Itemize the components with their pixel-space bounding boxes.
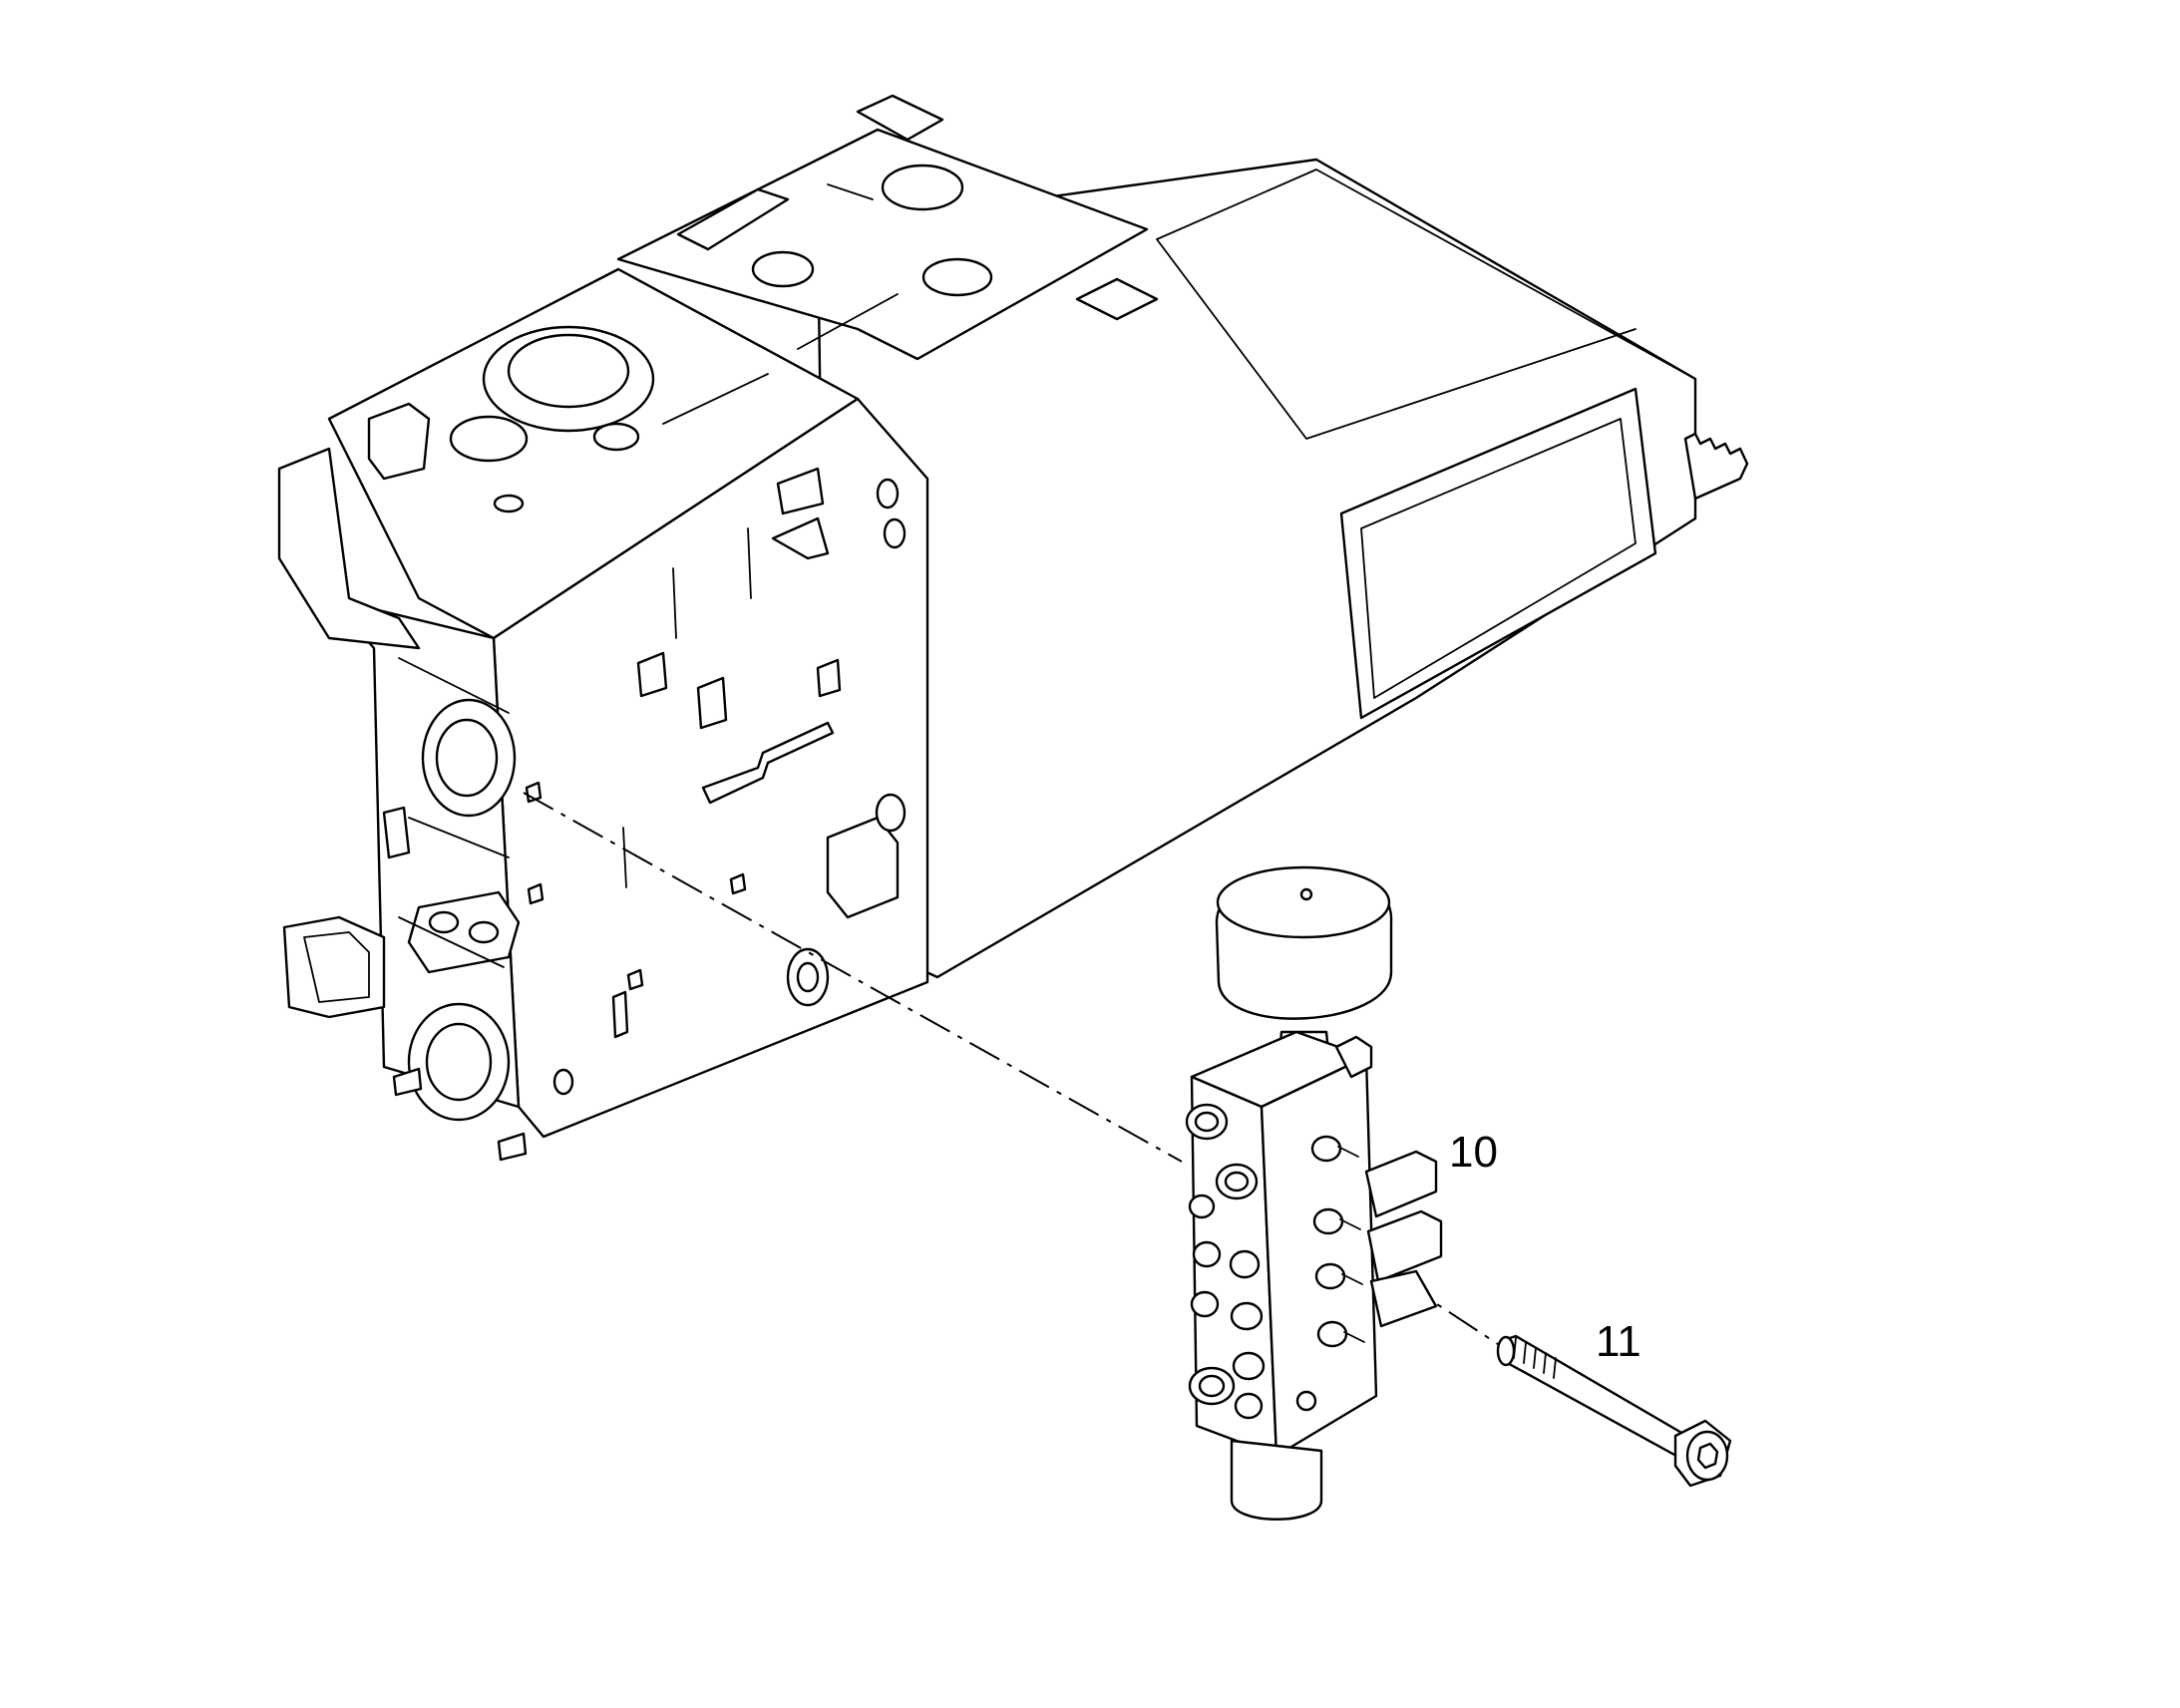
left-face-oval-plate [407,890,521,974]
left-face-oval-hole-2 [468,920,500,944]
front-bracket-stepped [701,721,835,805]
accumulator-top [1216,865,1391,939]
cap-screw-thread [1513,1337,1557,1379]
valve-side-ports [1295,1135,1365,1412]
deck-pad-1 [856,94,944,142]
frame-rear-window-inner [1360,418,1636,699]
port-s4 [1316,1320,1348,1348]
front-small-sq-4 [611,990,629,1039]
port-f6 [1190,1290,1220,1318]
valve-block-side [1260,1055,1378,1458]
frame-top-port [507,333,630,409]
frame-top-boss-3 [493,494,525,513]
deck-ring-1 [881,164,964,211]
left-face-oval-hole-1 [428,910,460,934]
frame-top-boss-1 [449,415,529,463]
port-f2-inner [1224,1171,1250,1193]
port-s5 [1295,1390,1317,1412]
accumulator-top-vent [1299,887,1313,901]
frame-top-boss-2 [592,422,640,452]
port-s3-stem [1341,1273,1363,1285]
frame-rear-window [1339,387,1657,720]
front-small-sq-2 [527,882,545,905]
frame-top-pad [367,402,431,481]
frame-left-flange [277,447,421,650]
front-slot-1 [672,567,677,639]
front-pad-2 [636,651,668,698]
frame-bottom-bracket-inner [303,931,370,1003]
port-f5 [1229,1249,1261,1279]
front-pad-1 [776,467,825,515]
front-pad-4 [816,658,842,698]
left-face-slot-2 [408,817,510,858]
deck-slot-1 [797,293,899,350]
port-f9 [1232,1351,1266,1381]
left-face-block [382,806,411,859]
deck-ring-3 [921,257,993,297]
port-s4-stem [1343,1331,1365,1343]
port-s1-stem [1337,1146,1359,1158]
front-side-boss-1 [876,478,900,510]
valve-actuator-2 [1366,1209,1443,1283]
valve-front-ports [1185,1103,1266,1420]
cap-screw-hex-socket [1696,1442,1719,1470]
bottom-foot-2 [497,1132,528,1162]
bottom-foot-1 [392,1067,423,1097]
callout-10-label: 10 [1449,1128,1498,1177]
port-f7 [1230,1301,1264,1331]
front-side-boss-3 [875,793,907,833]
front-slot-3 [622,827,627,888]
port-f3 [1188,1194,1216,1219]
left-face-port-lower [425,1022,493,1102]
frame-housing [277,94,1749,1162]
front-pad-3 [696,676,728,730]
port-s2-stem [1339,1218,1361,1230]
front-box [826,816,900,919]
port-f1-inner [1194,1111,1220,1133]
port-s3 [1314,1262,1346,1290]
front-slot-2 [747,527,752,599]
deck-pad-2 [1075,277,1159,321]
valve-block-assembly [1185,865,1443,1521]
port-f10 [1234,1392,1264,1420]
cap-screw [1496,1334,1732,1488]
callout-11-label: 11 [1596,1317,1641,1366]
deck-pad-3 [676,187,790,251]
port-f8-inner [1198,1374,1226,1398]
frame-upper-deck [616,128,1149,361]
valve-top-fitting [1334,1035,1373,1079]
front-tab [771,516,830,560]
front-small-sq-5 [729,872,747,895]
valve-actuator-1 [1364,1150,1438,1218]
port-s2 [1312,1207,1344,1235]
front-low-boss [552,1068,574,1096]
cap-screw-tip [1496,1335,1516,1367]
left-face-port-upper [435,718,499,798]
left-face-slot-1 [398,657,510,714]
deck-slot-2 [662,373,769,425]
valve-block-bottom-cylinder [1230,1439,1323,1521]
frame-serrated-edge [1683,432,1749,501]
front-small-sq-3 [626,968,644,991]
frame-rear-ridge [1156,169,1696,440]
leader-line-valve [523,792,1183,1163]
left-face-slot-3 [398,916,505,968]
port-f4 [1192,1240,1222,1268]
port-s1 [1310,1135,1342,1163]
front-side-boss-2 [883,517,907,549]
deck-slot-3 [827,183,874,200]
front-eye-hole [796,961,820,993]
valve-actuator-3 [1369,1269,1438,1328]
deck-ring-2 [751,250,815,288]
